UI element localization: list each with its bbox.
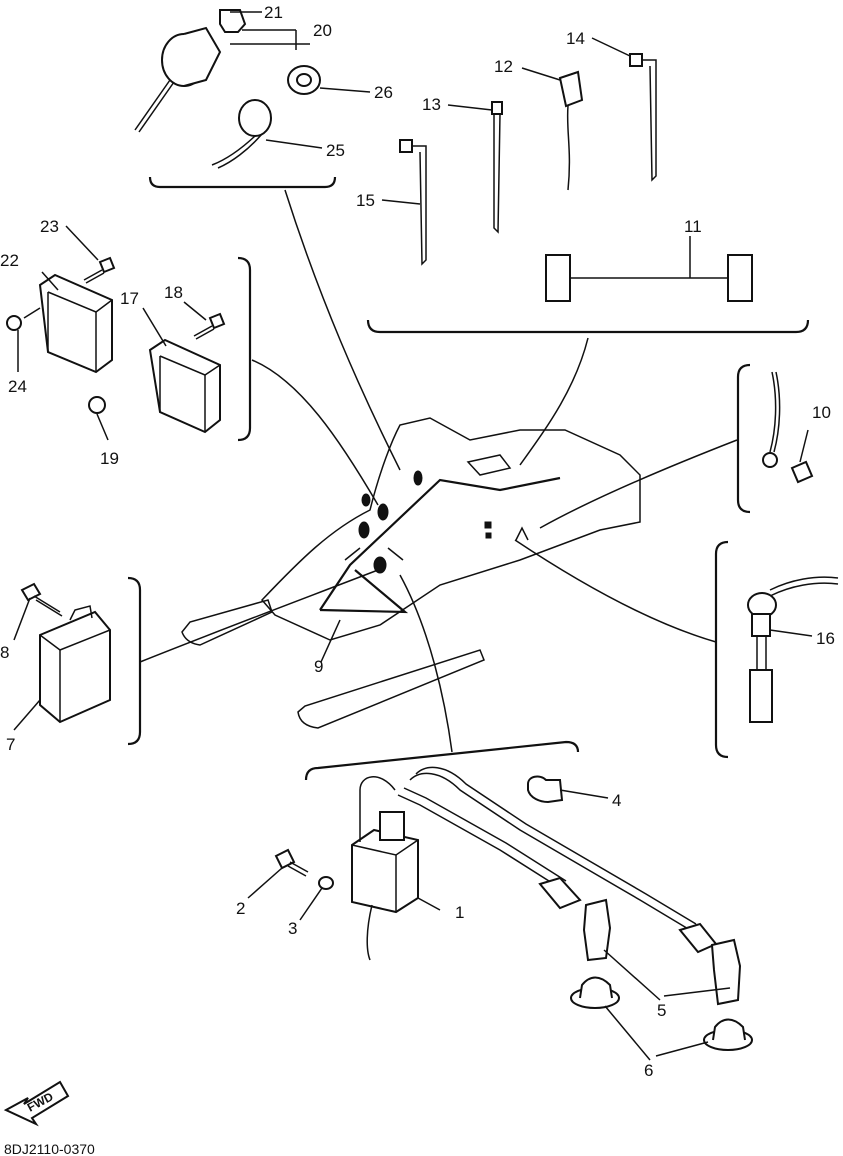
part-15-cable-tie — [399, 139, 427, 266]
part-10-ground-lead — [762, 371, 814, 484]
callout-7: 7 — [6, 735, 15, 754]
callout-21: 21 — [264, 3, 283, 22]
callout-8: 8 — [0, 643, 9, 662]
callout-16: 16 — [816, 629, 835, 648]
callout-5: 5 — [657, 1001, 666, 1020]
callout-numbers: 1 2 3 4 5 6 7 8 9 10 11 12 13 14 15 16 1… — [0, 3, 835, 1080]
callout-15: 15 — [356, 191, 375, 210]
part-4-clamp — [527, 775, 564, 804]
part-26-ring — [287, 65, 321, 95]
callout-10: 10 — [812, 403, 831, 422]
callout-24: 24 — [8, 377, 27, 396]
callout-9: 9 — [314, 657, 323, 676]
callout-17: 17 — [120, 289, 139, 308]
callout-2: 2 — [236, 899, 245, 918]
part-19-nut — [88, 396, 106, 414]
part-22-module — [38, 273, 113, 374]
part-8-bolt — [20, 582, 63, 617]
figure-code: 8DJ2110-0370 — [4, 1141, 95, 1156]
callout-13: 13 — [422, 95, 441, 114]
snowmobile-chassis — [181, 417, 641, 729]
part-16-sensor — [747, 576, 839, 723]
callout-3: 3 — [288, 919, 297, 938]
part-7-cdi-unit — [39, 605, 111, 724]
part-13-cable-tie — [491, 101, 503, 234]
part-18-bolt — [193, 312, 226, 340]
part-23-bolt — [83, 256, 116, 284]
callout-26: 26 — [374, 83, 393, 102]
high-tension-leads — [359, 766, 718, 954]
callout-23: 23 — [40, 217, 59, 236]
callout-18: 18 — [164, 283, 183, 302]
part-12-wire-lead — [558, 70, 584, 191]
part-25-switch — [211, 99, 272, 169]
callout-20: 20 — [313, 21, 332, 40]
group-leader-lines — [139, 189, 738, 753]
callout-25: 25 — [326, 141, 345, 160]
part-2-bolt — [274, 848, 309, 877]
callout-12: 12 — [494, 57, 513, 76]
part-17-module — [148, 338, 221, 434]
group-brackets — [127, 176, 810, 781]
callout-leader-lines — [13, 11, 813, 1061]
callout-6: 6 — [644, 1061, 653, 1080]
callout-19: 19 — [100, 449, 119, 468]
part-11-harness-lead — [545, 254, 753, 302]
callout-14: 14 — [566, 29, 585, 48]
callout-1: 1 — [455, 903, 464, 922]
callout-22: 22 — [0, 251, 19, 270]
part-21-key — [219, 9, 247, 33]
part-20-main-switch — [134, 26, 222, 133]
part-1-ignition-coil — [351, 811, 419, 961]
part-6-caps — [570, 976, 753, 1051]
part-5-plug-caps — [582, 898, 742, 1006]
callout-11: 11 — [684, 217, 702, 236]
part-14-cable-tie — [629, 53, 657, 182]
part-3-washer — [318, 876, 334, 890]
fwd-arrow-icon: FWD — [3, 1080, 70, 1127]
part-24-nut — [6, 315, 22, 331]
callout-4: 4 — [612, 791, 621, 810]
